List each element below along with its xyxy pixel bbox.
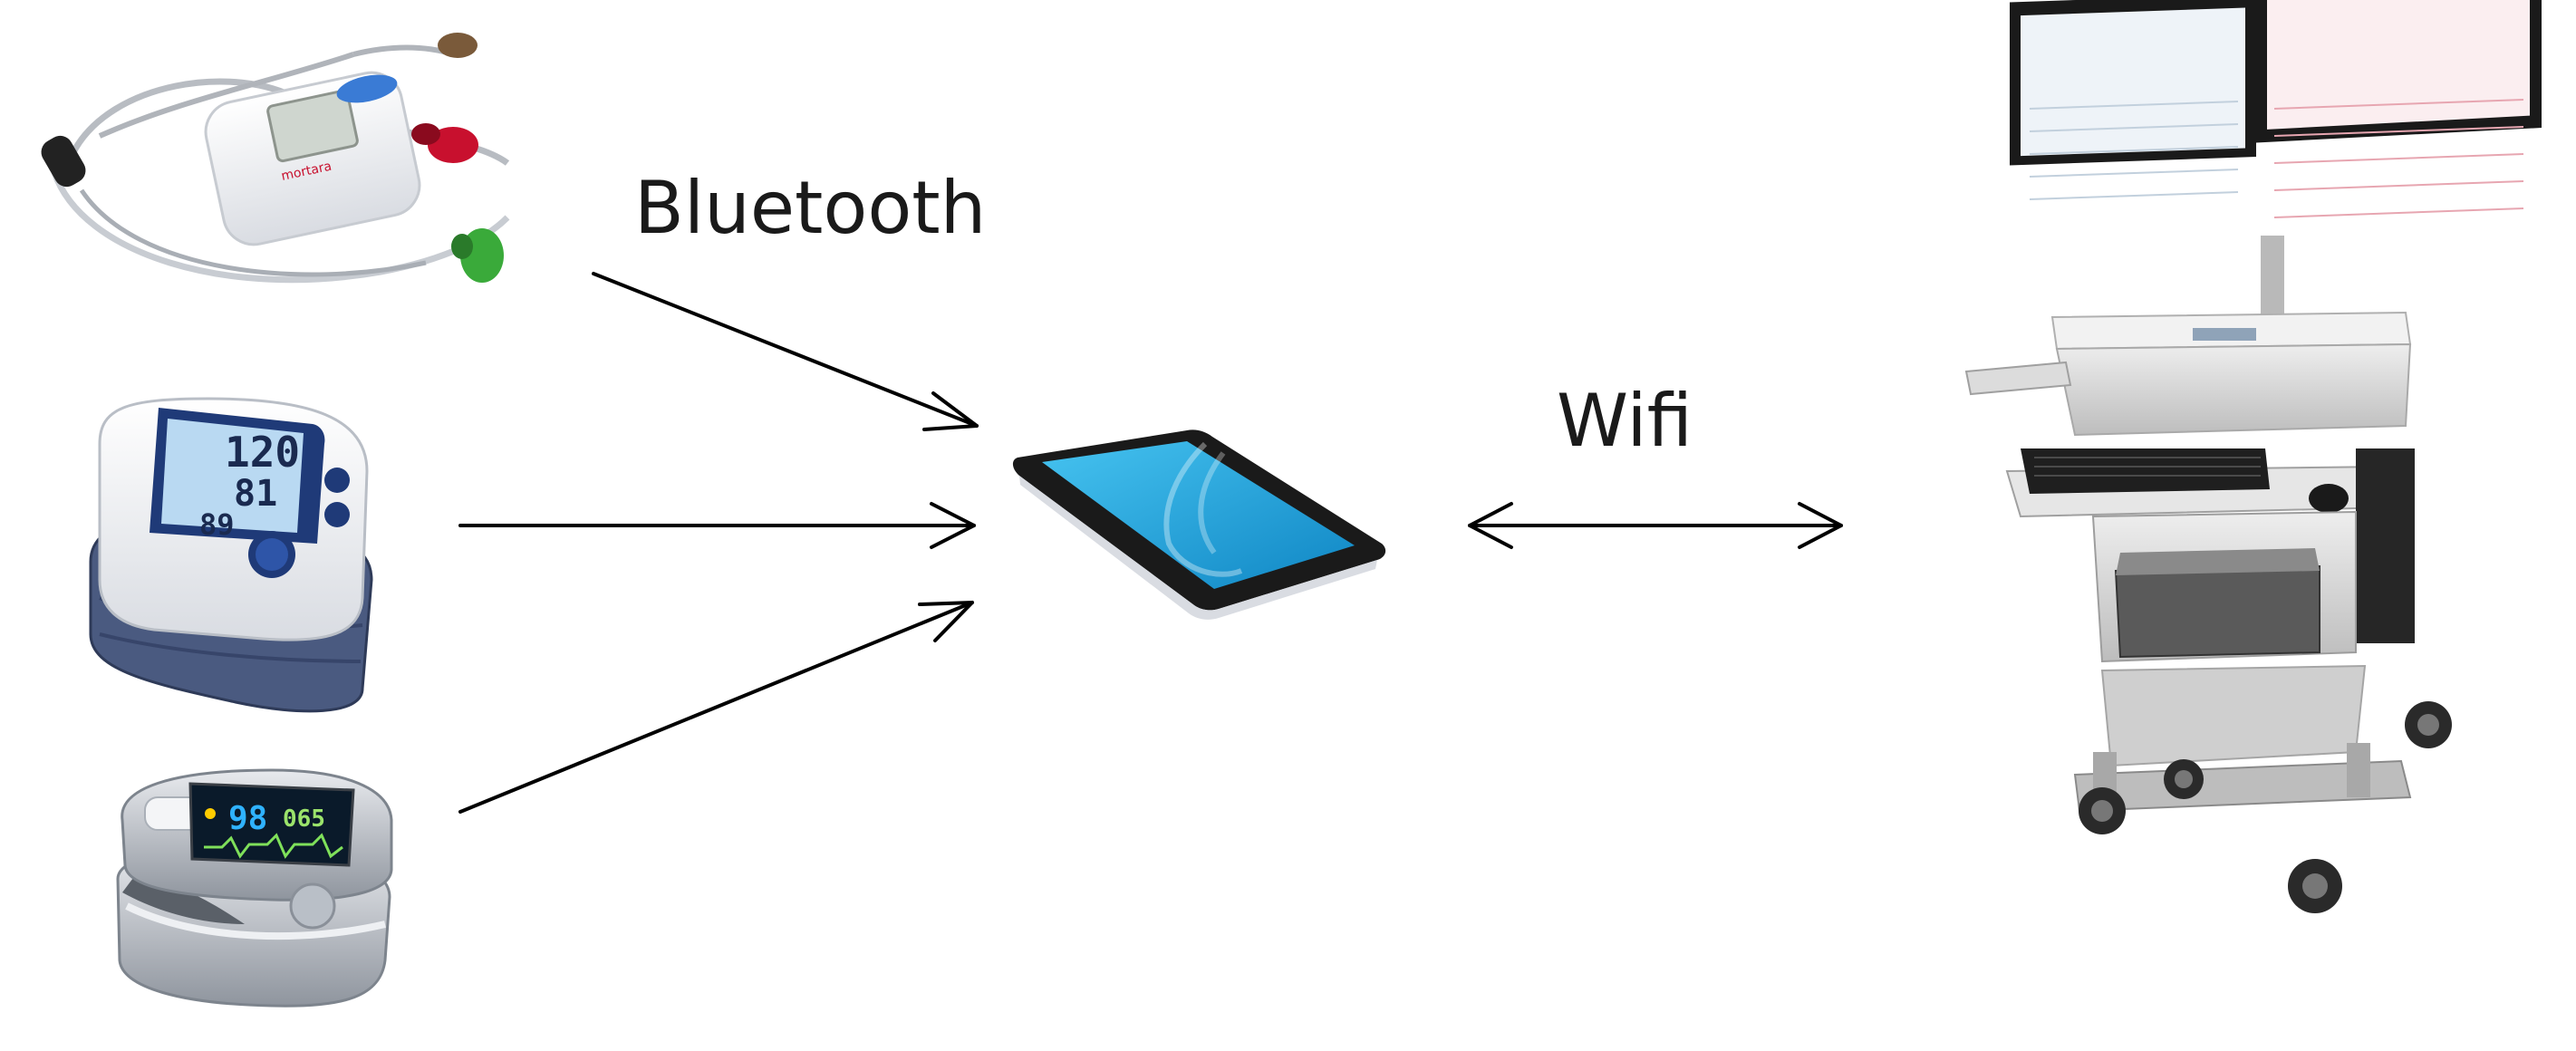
wifi-label: Wifi (1557, 379, 1693, 463)
medical-workstation-cart-icon (1964, 0, 2542, 913)
bp-reading-top: 120 (225, 428, 300, 477)
bluetooth-arrow-middle (458, 502, 976, 549)
bluetooth-arrow-top (592, 272, 979, 431)
bluetooth-label: Bluetooth (634, 166, 987, 250)
tablet-icon (1012, 429, 1386, 620)
ecg-holter-icon: mortara (41, 33, 510, 284)
blood-pressure-monitor-icon: 120 81 89 (89, 397, 373, 713)
bp-reading-bottom: 89 (199, 507, 235, 542)
bp-reading-mid: 81 (234, 473, 277, 515)
bluetooth-arrow-bottom (458, 601, 974, 814)
oximeter-reading-right: 065 (283, 805, 325, 833)
oximeter-reading-left: 98 (228, 800, 267, 837)
pulse-oximeter-icon: 98 065 (116, 768, 393, 1008)
wifi-bidirectional-arrow (1468, 502, 1843, 549)
arrows (458, 272, 1843, 814)
